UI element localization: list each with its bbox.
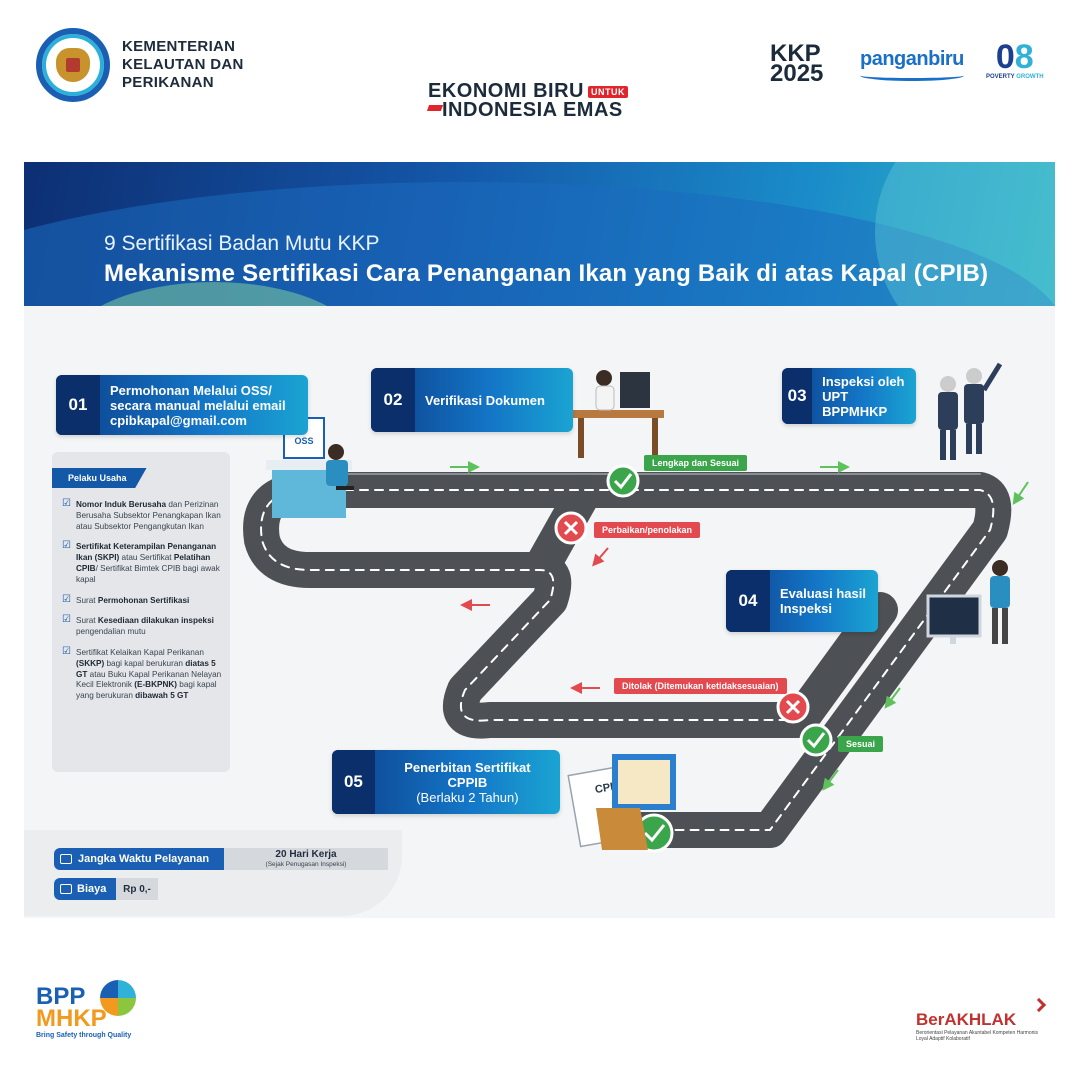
garuda-emblem-icon xyxy=(36,28,110,102)
step-04-card: 04 Evaluasi hasil Inspeksi xyxy=(726,570,878,632)
og-zero: 0 xyxy=(995,38,1015,76)
step-number: 04 xyxy=(726,570,770,632)
ekonomi-biru-logo: EKONOMI BIRU UNTUK INDONESIA EMAS xyxy=(428,80,656,122)
evaluator-illustration xyxy=(926,560,1010,644)
step-number: 03 xyxy=(782,368,813,424)
ministry-brand: KEMENTERIAN KELAUTAN DAN PERIKANAN xyxy=(36,28,244,102)
cross-circle-icon xyxy=(776,690,810,724)
requirements-list: Nomor Induk Berusaha dan Perizinan Berus… xyxy=(62,499,224,712)
cross-circle-icon xyxy=(554,511,588,545)
list-item: Sertifikat Keterampilan Penanganan Ikan … xyxy=(62,541,224,585)
requirements-box: Pelaku Usaha Nomor Induk Berusaha dan Pe… xyxy=(52,452,230,772)
step-text: Penerbitan Sertifikat CPPIB (Berlaku 2 T… xyxy=(404,759,531,805)
list-item: Nomor Induk Berusaha dan Perizinan Berus… xyxy=(62,499,224,532)
bppmhkp-swirl-icon xyxy=(100,980,136,1016)
tag-sesuai: Sesuai xyxy=(838,736,884,752)
document-verifier-illustration xyxy=(572,370,664,458)
og-poverty: POVERTY xyxy=(986,74,1015,80)
check-circle-icon xyxy=(606,464,640,498)
step-text: Evaluasi hasil Inspeksi xyxy=(780,586,866,616)
step-text: Verifikasi Dokumen xyxy=(425,392,545,408)
flow-arrow-down xyxy=(822,769,839,791)
kkp-top: KKP xyxy=(770,40,821,67)
step-01-card: 01 Permohonan Melalui OSS/ secara manual… xyxy=(56,375,308,435)
service-time-value: 20 Hari Kerja (Sejak Penugasan Inspeksi) xyxy=(224,848,388,870)
tag-ditolak: Ditolak (Ditemukan ketidaksesuaian) xyxy=(614,678,787,694)
panganbiru-logo: panganbiru xyxy=(860,48,964,81)
flow-arrow-down xyxy=(1012,481,1029,505)
list-item: Surat Permohonan Sertifikasi xyxy=(62,595,224,607)
list-item: Sertifikat Kelaikan Kapal Perikanan (SKK… xyxy=(62,647,224,702)
bppmhkp-logo: BPP MHKP Bring Safety through Quality xyxy=(36,980,136,1039)
berakhlak-logo: BerAKHLAK Berorientasi Pelayanan Akuntab… xyxy=(916,997,1047,1042)
calendar-icon xyxy=(60,854,72,864)
cost-label: Biaya xyxy=(54,878,116,900)
service-time-row: Jangka Waktu Pelayanan 20 Hari Kerja (Se… xyxy=(54,848,388,870)
step-number: 01 xyxy=(56,375,100,435)
kkp-bottom: 2025 xyxy=(770,60,824,87)
banner-subtitle: 9 Sertifikasi Badan Mutu KKP xyxy=(104,232,380,255)
step-number: 02 xyxy=(371,368,415,432)
og-eight: 8 xyxy=(1014,38,1034,76)
inspectors-illustration xyxy=(938,362,1003,460)
money-icon xyxy=(60,884,72,894)
oss-screen-label: OSS xyxy=(294,436,313,446)
zero-eight-logo: 08 POVERTY GROWTH xyxy=(986,40,1044,80)
step-02-card: 02 Verifikasi Dokumen xyxy=(371,368,573,432)
cost-row: Biaya Rp 0,- xyxy=(54,878,158,900)
service-info-panel xyxy=(24,830,402,916)
step-05-card: 05 Penerbitan Sertifikat CPPIB (Berlaku … xyxy=(332,750,560,814)
banner-title: Mekanisme Sertifikasi Cara Penanganan Ik… xyxy=(104,260,989,287)
flow-arrow-down xyxy=(884,687,901,709)
step-text: Permohonan Melalui OSS/ secara manual me… xyxy=(110,382,286,428)
check-circle-icon xyxy=(799,723,833,757)
requirements-tag: Pelaku Usaha xyxy=(52,468,147,488)
title-banner: 9 Sertifikasi Badan Mutu KKP Mekanisme S… xyxy=(24,162,1055,306)
step-03-card: 03 Inspeksi oleh UPT BPPMHKP xyxy=(782,368,916,424)
tag-perbaikan-penolakan: Perbaikan/penolakan xyxy=(594,522,701,538)
step-number: 05 xyxy=(332,750,375,814)
step-text: Inspeksi oleh UPT BPPMHKP xyxy=(822,373,905,419)
eko-line2: INDONESIA EMAS xyxy=(428,99,656,122)
kkp-2025-logo: KKP 2025 xyxy=(770,40,824,87)
og-growth: GROWTH xyxy=(1016,74,1044,80)
eko-untuk-badge: UNTUK xyxy=(588,85,628,98)
list-item: Surat Kesediaan dilakukan inspeksi penge… xyxy=(62,615,224,638)
reject-arrow-down xyxy=(592,547,609,567)
certificate-illustration: CPIB xyxy=(567,754,676,850)
eko-line1: EKONOMI BIRU xyxy=(428,80,584,102)
tag-lengkap-sesuai: Lengkap dan Sesuai xyxy=(644,455,748,471)
ministry-name: KEMENTERIAN KELAUTAN DAN PERIKANAN xyxy=(122,38,244,91)
cost-value: Rp 0,- xyxy=(116,878,158,900)
service-time-label: Jangka Waktu Pelayanan xyxy=(54,848,224,870)
